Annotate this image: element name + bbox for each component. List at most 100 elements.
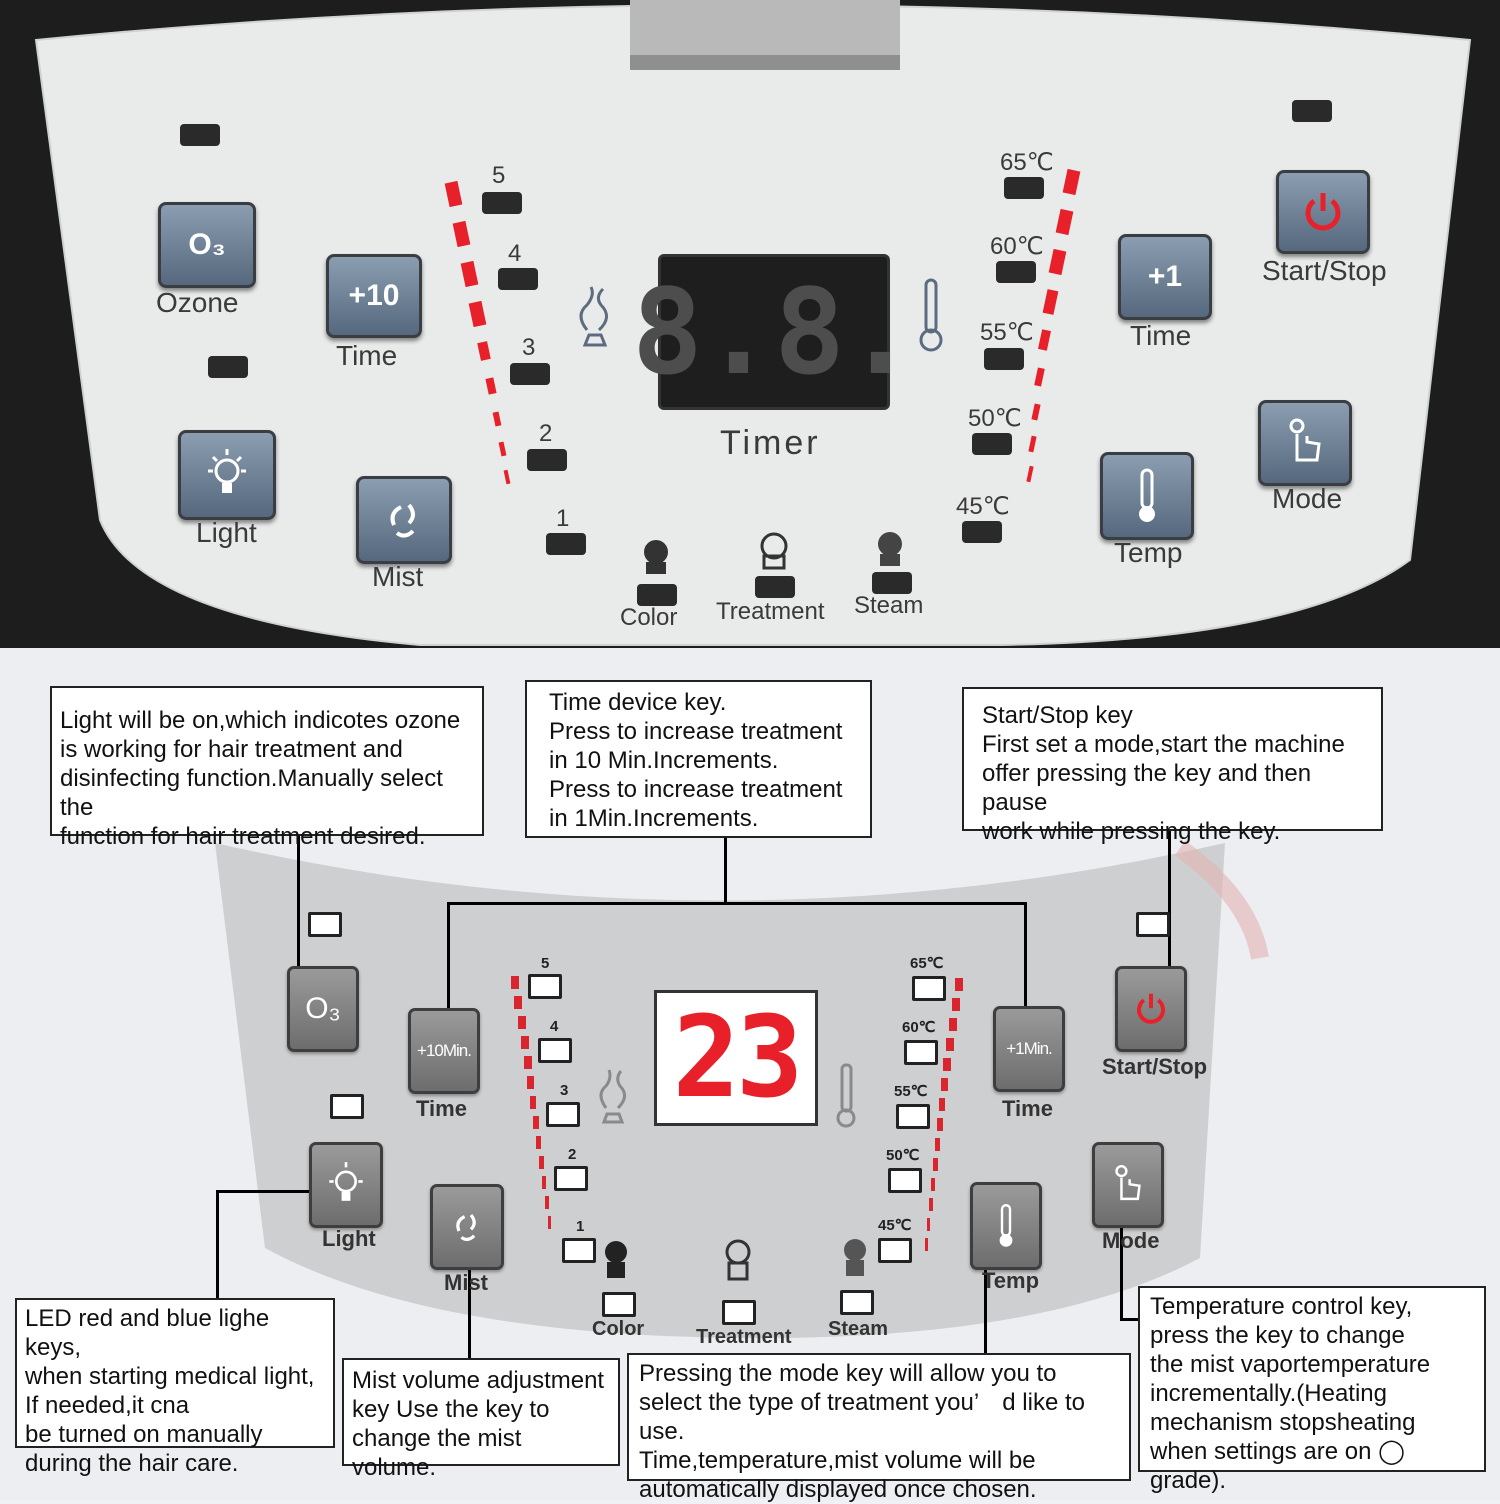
callout-line: Pressing the mode key will allow you to xyxy=(639,1360,1057,1387)
connector-line xyxy=(468,1262,471,1358)
level-bar xyxy=(527,1076,534,1089)
callout-line: mechanism stopsheating xyxy=(1150,1409,1416,1436)
start-stop-button[interactable] xyxy=(1276,170,1370,254)
callout-line: disinfecting function.Manually select th… xyxy=(60,765,443,821)
callout-line: If needed,it cna xyxy=(25,1392,190,1419)
time-plus1-button[interactable]: +1 xyxy=(1118,234,1212,320)
callout-line: work while pressing the key. xyxy=(982,818,1281,845)
temp-led xyxy=(888,1168,922,1193)
light-label: Light xyxy=(322,1226,376,1251)
temp-value: 55℃ xyxy=(894,1083,928,1100)
steam-mode-icon xyxy=(844,1239,866,1276)
level-number: 4 xyxy=(550,1018,559,1035)
start-stop-label: Start/Stop xyxy=(1262,255,1387,286)
temp-led xyxy=(984,348,1024,370)
light-button[interactable] xyxy=(309,1142,383,1228)
time-plus1-key-text: +1 xyxy=(1147,260,1183,293)
ozone-button[interactable]: O₃ xyxy=(158,202,256,288)
start-stop-button[interactable] xyxy=(1115,966,1187,1052)
light-label: Light xyxy=(196,517,257,548)
light-bulb-icon xyxy=(329,1162,363,1201)
temp-value: 65℃ xyxy=(910,955,944,972)
color-mode-label: Color xyxy=(592,1318,645,1340)
level-bar xyxy=(524,1056,532,1069)
time-plus10-key-text: +10 xyxy=(348,279,400,312)
temp-button[interactable] xyxy=(1100,452,1194,540)
light-indicator-led xyxy=(208,356,248,378)
steam-icon xyxy=(599,1069,626,1124)
color-mode-icon xyxy=(644,540,668,574)
temp-bar xyxy=(952,998,960,1011)
temp-value: 60℃ xyxy=(990,233,1044,260)
temp-bar xyxy=(929,1198,933,1211)
steam-mode-label: Steam xyxy=(854,592,924,619)
callout-line: in 1Min.Increments. xyxy=(549,805,759,832)
ozone-callout: Light will be on,which indicotes ozone i… xyxy=(50,686,484,850)
level-number: 2 xyxy=(539,420,553,447)
level-bar xyxy=(548,1216,551,1229)
level-number: 3 xyxy=(560,1082,569,1099)
mist-label: Mist xyxy=(372,561,424,592)
light-button[interactable] xyxy=(178,430,276,520)
callout-line: key Use the key to xyxy=(352,1396,550,1423)
temp-bar xyxy=(939,1098,945,1111)
time-plus10-button[interactable]: +10Min. xyxy=(408,1008,480,1094)
ozone-indicator-led xyxy=(308,912,342,937)
temp-button[interactable] xyxy=(970,1182,1042,1270)
connector-line xyxy=(447,902,1027,905)
mist-button[interactable] xyxy=(430,1184,504,1270)
power-icon xyxy=(1305,193,1341,231)
steam-icon xyxy=(579,286,608,347)
time-plus1-button[interactable]: +1Min. xyxy=(993,1006,1065,1092)
level-bar xyxy=(536,1136,541,1149)
mode-callout: Pressing the mode key will allow you to … xyxy=(627,1353,1131,1503)
callout-line: Press to increase treatment xyxy=(549,718,843,745)
temp-bar xyxy=(937,1118,943,1131)
thermometer-icon xyxy=(1139,468,1155,522)
level-bar xyxy=(514,996,522,1009)
callout-line: when settings are on ◯ grade). xyxy=(1150,1438,1405,1494)
temp-led xyxy=(904,1040,938,1065)
temp-led xyxy=(1004,177,1044,199)
callout-line: Start/Stop key xyxy=(982,702,1133,729)
level-led xyxy=(546,1102,580,1127)
time-plus10-button[interactable]: +10 xyxy=(326,254,422,338)
level-bar xyxy=(530,1096,536,1109)
temp-led xyxy=(896,1104,930,1129)
mode-button[interactable] xyxy=(1258,400,1352,486)
connector-line xyxy=(1168,830,1171,966)
temp-bar xyxy=(933,1158,938,1171)
temp-bar xyxy=(935,1138,940,1151)
mist-button[interactable] xyxy=(356,476,452,564)
ozone-label: Ozone xyxy=(156,287,239,318)
temp-led xyxy=(996,261,1036,283)
startstop-indicator-led xyxy=(1136,912,1170,937)
thermometer-icon xyxy=(836,1063,856,1128)
light-indicator-led xyxy=(330,1094,364,1119)
steam-mode-led xyxy=(872,572,912,594)
callout-line: be turned on manually xyxy=(25,1421,263,1448)
temp-value: 50℃ xyxy=(886,1147,920,1164)
temp-value: 65℃ xyxy=(1000,149,1054,176)
callout-line: automatically displayed once chosen. xyxy=(639,1476,1037,1503)
connector-line xyxy=(297,836,300,966)
temp-callout: Temperature control key, press the key t… xyxy=(1138,1286,1486,1494)
level-led xyxy=(538,1038,572,1063)
steam-mode-icon xyxy=(878,532,902,566)
temp-value: 50℃ xyxy=(968,405,1022,432)
time-plus10-label: Time xyxy=(416,1096,467,1121)
time-plus10-label: Time xyxy=(336,340,398,371)
temp-bar xyxy=(941,1078,948,1091)
ozone-button[interactable]: O₃ xyxy=(287,966,359,1052)
temp-led xyxy=(878,1238,912,1263)
color-mode-led xyxy=(637,584,677,606)
callout-line: Time device key. xyxy=(549,689,727,716)
callout-line: LED red and blue lighe keys, xyxy=(25,1305,270,1361)
level-number: 3 xyxy=(522,334,536,361)
connector-line xyxy=(216,1190,312,1193)
level-number: 4 xyxy=(508,240,522,267)
level-bar xyxy=(542,1176,546,1189)
connector-line xyxy=(724,836,727,904)
level-number: 5 xyxy=(541,955,550,972)
mode-button[interactable] xyxy=(1092,1142,1164,1228)
